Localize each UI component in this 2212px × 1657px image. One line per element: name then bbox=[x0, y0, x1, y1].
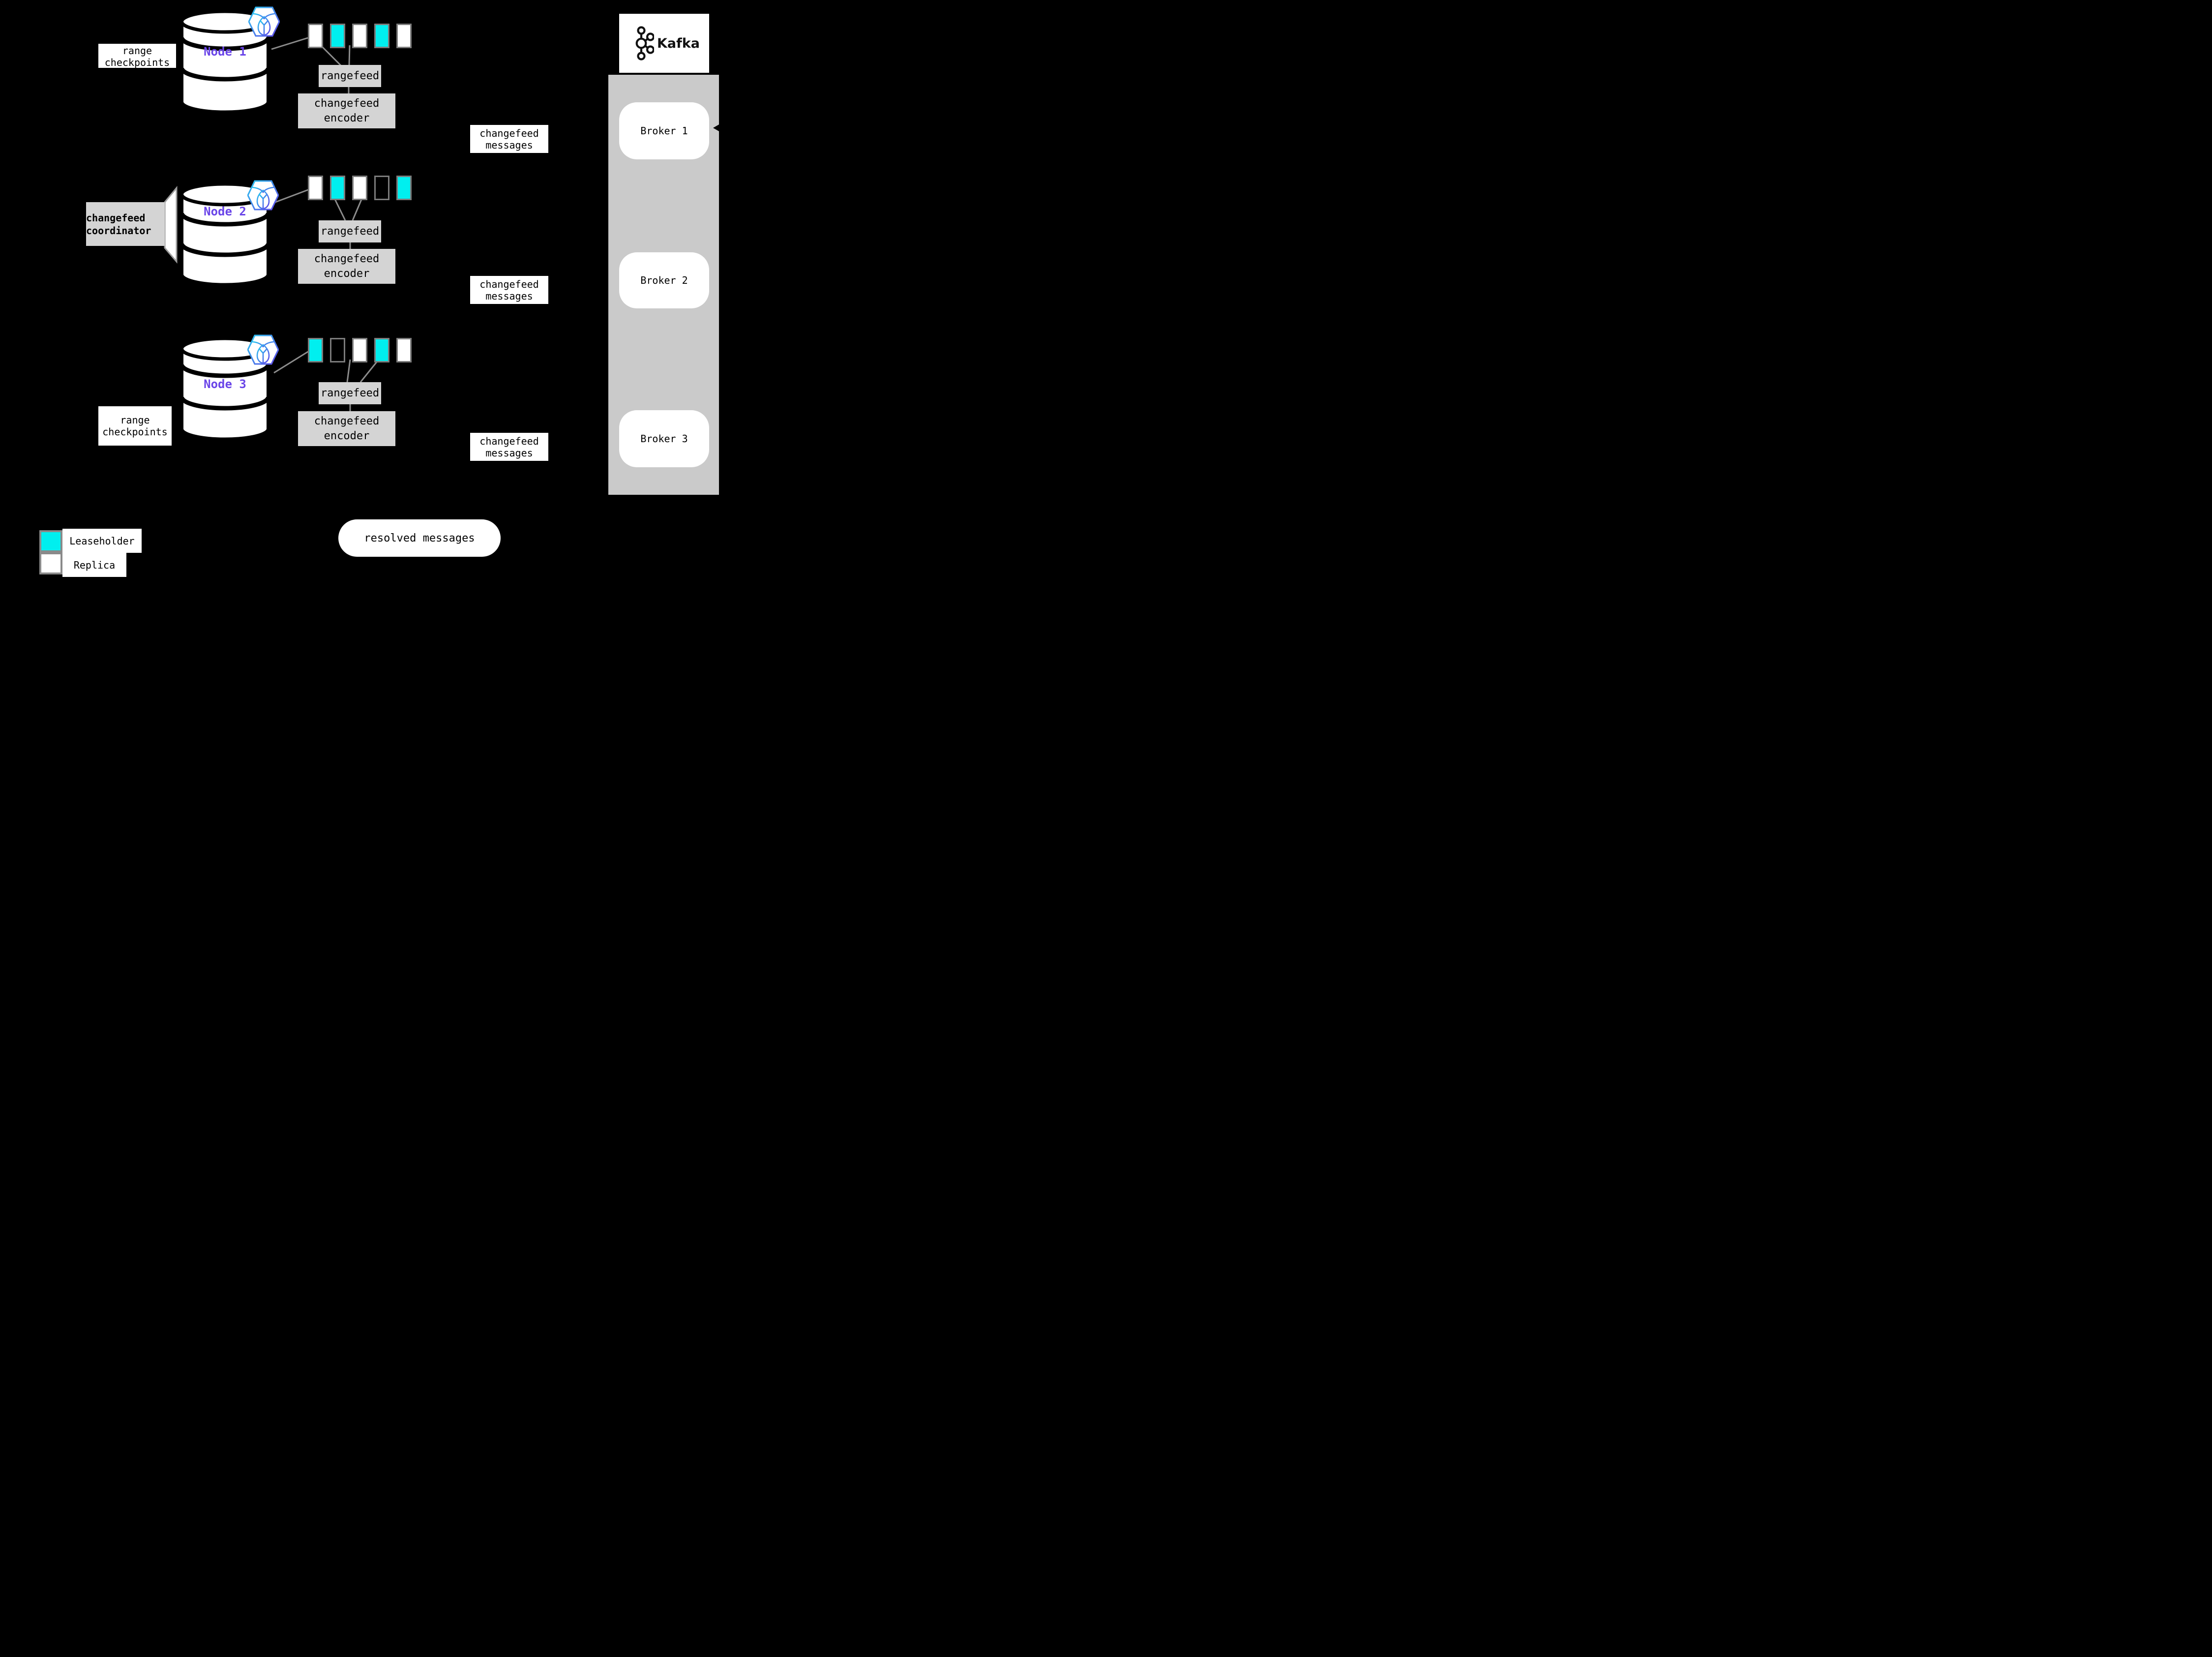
changefeed-encoder-box-node2: changefeed encoder bbox=[298, 249, 395, 284]
legend-replica-swatch bbox=[39, 552, 62, 574]
legend-leaseholder-label: Leaseholder bbox=[62, 529, 142, 553]
rangefeed-box-node2: rangefeed bbox=[319, 220, 381, 242]
database-cylinder-node1 bbox=[179, 9, 270, 114]
changefeed-messages-label-1: changefeed messages bbox=[470, 125, 548, 153]
node2-label: Node 2 bbox=[204, 205, 246, 218]
node1-label: Node 1 bbox=[204, 45, 246, 59]
range-square bbox=[374, 176, 389, 200]
range-square bbox=[396, 24, 412, 48]
database-cylinder-node3 bbox=[179, 336, 270, 441]
range-squares-node1 bbox=[308, 24, 412, 48]
legend-replica-label: Replica bbox=[62, 553, 126, 577]
kafka-logo-icon bbox=[635, 26, 654, 60]
broker-1-box: Broker 1 bbox=[619, 102, 709, 159]
broker-2-box: Broker 2 bbox=[619, 252, 709, 308]
range-checkpoints-text: range checkpoints bbox=[102, 414, 168, 438]
cockroachdb-logo-icon bbox=[248, 6, 280, 37]
changefeed-coordinator-box: changefeed coordinator bbox=[86, 202, 165, 246]
kafka-logo-box: Kafka bbox=[619, 14, 709, 73]
changefeed-encoder-box-node3: changefeed encoder bbox=[298, 411, 395, 446]
range-checkpoints-text: range checkpoints bbox=[104, 45, 170, 68]
range-checkpoints-label-node1: range checkpoints bbox=[98, 44, 176, 68]
range-square bbox=[352, 176, 367, 200]
range-squares-node2 bbox=[308, 176, 412, 200]
range-square bbox=[374, 24, 389, 48]
resolved-messages-pill: resolved messages bbox=[338, 519, 501, 557]
range-square bbox=[330, 338, 345, 362]
cockroachdb-logo-icon bbox=[247, 334, 279, 365]
range-square bbox=[352, 338, 367, 362]
rangefeed-box-node1: rangefeed bbox=[319, 65, 381, 87]
broker-3-box: Broker 3 bbox=[619, 410, 709, 467]
changefeed-messages-label-3: changefeed messages bbox=[470, 433, 548, 461]
range-square bbox=[330, 24, 345, 48]
coordinator-callout-pointer bbox=[164, 185, 178, 264]
range-square bbox=[396, 176, 412, 200]
cockroachdb-logo-icon bbox=[247, 180, 279, 211]
changefeed-encoder-box-node1: changefeed encoder bbox=[298, 93, 395, 128]
range-square bbox=[374, 338, 389, 362]
range-squares-node3 bbox=[308, 338, 412, 362]
range-square bbox=[396, 338, 412, 362]
range-square bbox=[352, 24, 367, 48]
node3-label: Node 3 bbox=[204, 377, 246, 391]
range-square bbox=[308, 338, 323, 362]
rangefeed-box-node3: rangefeed bbox=[319, 382, 381, 404]
range-square bbox=[308, 24, 323, 48]
range-square bbox=[308, 176, 323, 200]
database-cylinder-node2 bbox=[179, 182, 270, 287]
range-checkpoints-label-node3: range checkpoints bbox=[98, 406, 172, 446]
changefeed-messages-label-2: changefeed messages bbox=[470, 276, 548, 304]
legend-leaseholder-swatch bbox=[39, 530, 62, 552]
range-square bbox=[330, 176, 345, 200]
kafka-brand-text: Kafka bbox=[657, 35, 700, 51]
changefeed-architecture-diagram: range checkpoints Node 1 rangefeed chang… bbox=[0, 0, 771, 577]
